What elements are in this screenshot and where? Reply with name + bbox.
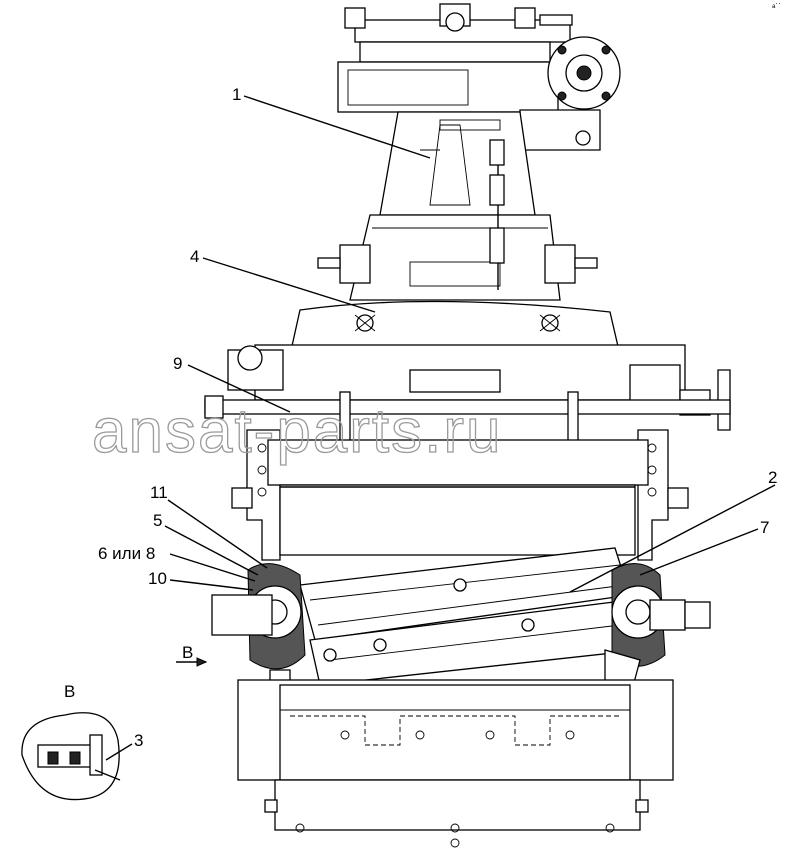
callout-11: 11 xyxy=(150,483,168,502)
callout-2: 2 xyxy=(768,468,777,487)
lower-frame xyxy=(237,679,674,848)
view-arrow-label: В xyxy=(182,643,193,662)
central-housing xyxy=(231,439,689,556)
view-arrow xyxy=(176,657,208,667)
leader-lines xyxy=(105,95,776,761)
callout-6-or-8: 6 или 8 xyxy=(98,544,155,563)
side-motor xyxy=(519,36,621,151)
upper-gearbox xyxy=(337,3,573,113)
callout-1: 1 xyxy=(232,85,241,104)
shaft xyxy=(204,391,731,443)
callout-10: 10 xyxy=(148,569,167,588)
callout-3: 3 xyxy=(134,731,143,750)
callout-4: 4 xyxy=(190,247,199,266)
watermark-text: ansat-parts.ru xyxy=(92,397,503,466)
funnel-body xyxy=(349,111,561,301)
left-bearing xyxy=(211,563,306,691)
side-bosses xyxy=(317,244,598,284)
callout-5: 5 xyxy=(153,511,162,530)
corner-mark: ᵃ˙˙ xyxy=(772,2,781,12)
view-b-inset xyxy=(21,712,121,801)
view-b-label: В xyxy=(64,682,75,701)
callout-9: 9 xyxy=(173,354,182,373)
callout-7: 7 xyxy=(760,518,769,537)
collar xyxy=(289,300,621,356)
inclined-trough xyxy=(299,547,641,686)
